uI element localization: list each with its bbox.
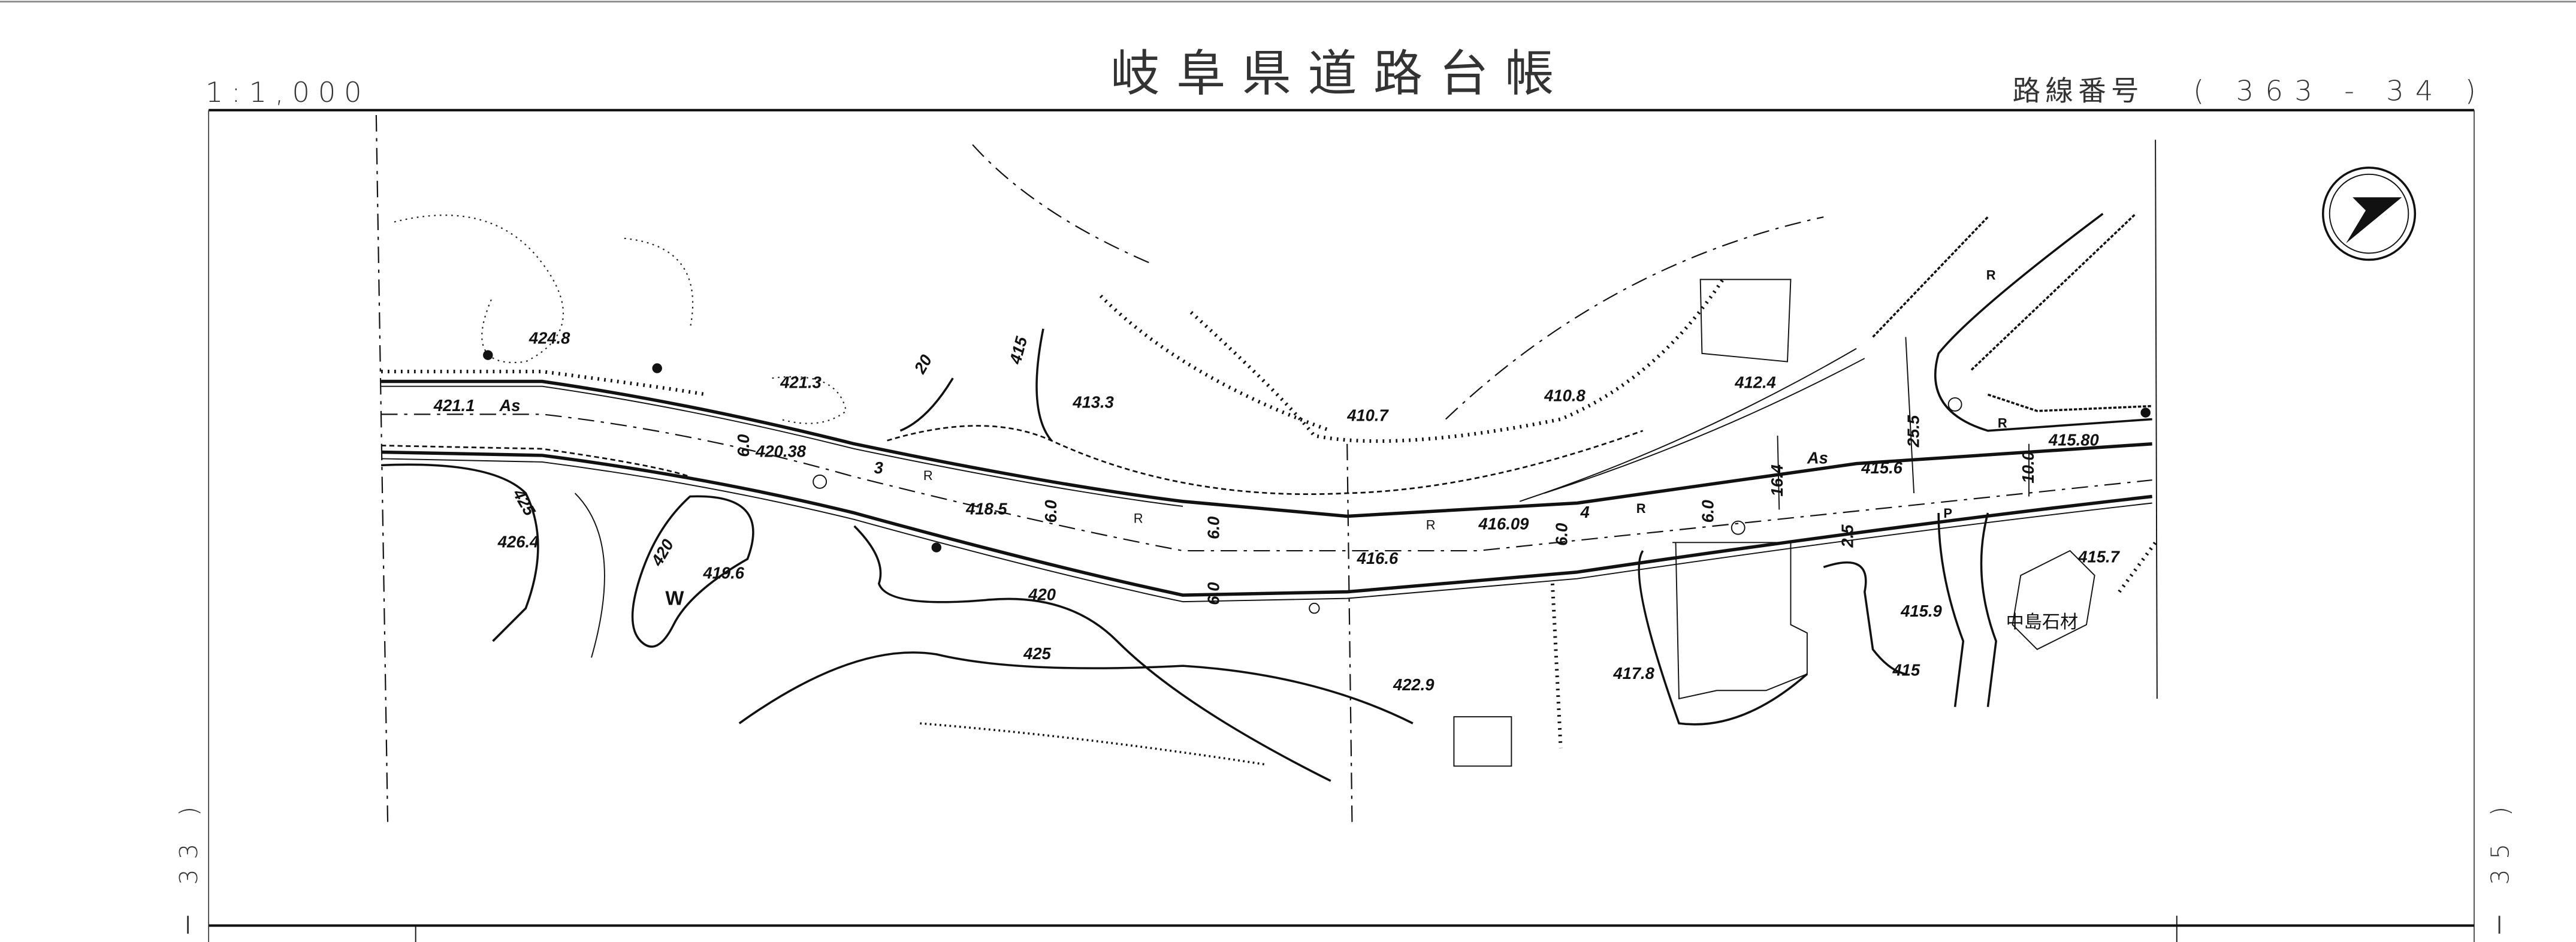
symbol-label: R: [1986, 267, 1996, 282]
place-name: 中島石材: [2006, 612, 2079, 632]
width-label: 10.0: [2019, 451, 2037, 483]
elevation-label: 413.3: [1072, 393, 1114, 411]
width-label: 2.5: [1838, 524, 1857, 548]
elevation-label: 418.5: [965, 500, 1007, 518]
symbol-label: R: [1636, 501, 1646, 516]
contour-label: 420: [647, 536, 677, 569]
contour-label: 425: [1023, 644, 1051, 663]
width-label: 25.5: [1904, 415, 1922, 448]
width-label: 6.0: [1699, 500, 1717, 523]
contour-label: 425: [509, 485, 540, 520]
elevation-label: 415.6: [1861, 458, 1902, 477]
symbol-label: R: [1998, 415, 2007, 430]
width-label: 6.0: [734, 434, 753, 457]
elevation-label: 415.7: [2077, 547, 2120, 566]
surface-label: As: [1807, 449, 1828, 467]
symbol-label: W: [665, 587, 684, 609]
elevation-label: 417.8: [1612, 664, 1654, 683]
symbol-label: P: [1943, 506, 1952, 521]
page-title: 岐阜県道路台帳: [1110, 46, 1571, 102]
adjacent-sheet-right: － 35 ): [2486, 796, 2515, 937]
elevation-label: 410.8: [1544, 386, 1586, 404]
elevation-label: 416.6: [1357, 549, 1399, 567]
symbol-label: R: [1426, 517, 1436, 532]
symbol-label: R: [923, 468, 933, 483]
elevation-label: 415.9: [1900, 602, 1942, 620]
elevation-label: 426.4: [497, 533, 539, 551]
surface-label: As: [499, 396, 520, 415]
elevation-label: 412.4: [1734, 373, 1776, 391]
elevation-label: 421.1: [433, 396, 475, 415]
elevation-label: 424.8: [529, 328, 570, 347]
station-label: 4: [1580, 503, 1590, 521]
width-label: 6.0: [1204, 517, 1222, 539]
route-number: ( 363 - 34 ): [2193, 74, 2487, 107]
map-linework: [375, 115, 2158, 822]
elevation-label: 421.3: [780, 373, 822, 391]
contour-label: 20: [910, 352, 936, 378]
route-label: 路線番号: [2013, 74, 2144, 107]
elevation-label: 420.38: [755, 442, 807, 461]
adjacent-sheet-left: － 33 ): [174, 796, 203, 937]
width-label: 6.0: [1553, 523, 1571, 546]
width-label: 6.0: [1041, 500, 1060, 523]
symbol-label: R: [1134, 511, 1143, 526]
map-labels: 424.8 421.3 413.3 410.7 410.8 412.4 421.…: [433, 267, 2121, 694]
elevation-label: 410.7: [1346, 406, 1389, 424]
contour-label: 415: [1892, 661, 1920, 680]
north-arrow-icon: [2321, 167, 2417, 261]
elevation-label: 422.9: [1393, 675, 1435, 694]
contour-label: 415: [1005, 334, 1031, 367]
scale-label: 1:1,000: [206, 76, 370, 108]
station-label: 3: [874, 458, 883, 477]
elevation-label: 415.80: [2048, 430, 2099, 449]
elevation-label: 416.09: [1478, 514, 1530, 533]
width-label: 6.0: [1204, 582, 1222, 605]
elevation-label: 419.6: [702, 564, 744, 582]
width-label: 16.4: [1768, 464, 1786, 496]
contour-label: 420: [1028, 585, 1056, 603]
